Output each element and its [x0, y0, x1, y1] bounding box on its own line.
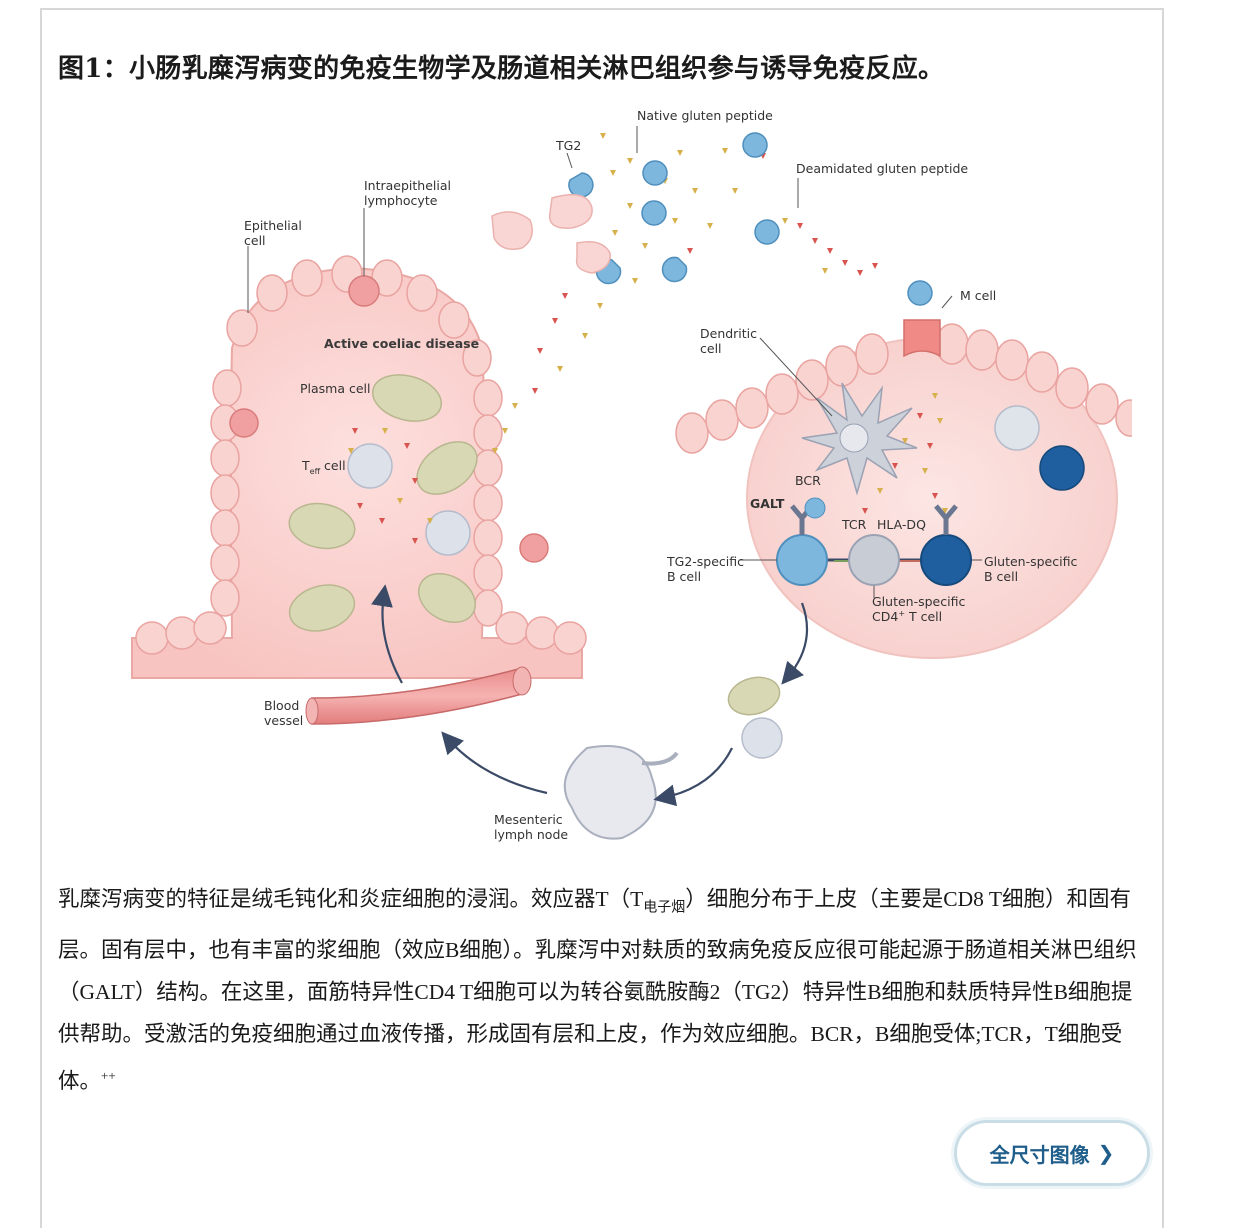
- blood-vessel: [305, 666, 532, 725]
- label-deamidated: Deamidated gluten peptide: [796, 161, 968, 176]
- figure-caption: 乳糜泻病变的特征是绒毛钝化和炎症细胞的浸润。效应器T（T电子烟）细胞分布于上皮（…: [58, 887, 1137, 1094]
- figure-illustration: Native gluten peptide TG2 Deamidated glu…: [131, 108, 1132, 842]
- label-intraepithelial-1: Intraepithelial: [364, 178, 451, 193]
- label-gluten-t-2: CD4+ T cell: [872, 609, 942, 624]
- label-blood-1: Blood: [264, 698, 299, 713]
- label-bcr: BCR: [795, 473, 821, 488]
- t-cell-circle: [425, 510, 471, 556]
- label-galt: GALT: [750, 496, 785, 511]
- label-native-gluten: Native gluten peptide: [637, 108, 773, 123]
- label-m-cell: M cell: [960, 288, 996, 303]
- label-teff-cell: Teff cell: [301, 458, 346, 476]
- mesenteric-lymph-node: [563, 745, 679, 840]
- migrating-plasma-cell: [727, 676, 781, 716]
- label-dendritic-1: Dendritic: [700, 326, 757, 341]
- galt-t-cell: [994, 405, 1040, 451]
- teff-cell-circle: [347, 443, 393, 489]
- label-mesenteric-1: Mesenteric: [494, 812, 563, 827]
- galt-interaction: [776, 497, 972, 586]
- label-mesenteric-2: lymph node: [494, 827, 568, 842]
- dendritic-cell: [801, 382, 918, 496]
- label-epithelial-1: Epithelial: [244, 218, 302, 233]
- label-tg2-b-2: B cell: [667, 569, 701, 584]
- label-gluten-b-2: B cell: [984, 569, 1018, 584]
- label-dendritic-2: cell: [700, 341, 722, 356]
- label-blood-2: vessel: [264, 713, 303, 728]
- label-hla-dq: HLA-DQ: [877, 517, 926, 532]
- villus-peptides: [348, 428, 433, 544]
- label-intraepithelial-2: lymphocyte: [364, 193, 438, 208]
- plasma-cells: [288, 374, 478, 632]
- label-epithelial-2: cell: [244, 233, 266, 248]
- label-active-coeliac: Active coeliac disease: [324, 336, 479, 351]
- label-gluten-b-1: Gluten-specific: [984, 554, 1077, 569]
- galt-plasma-b: [1039, 445, 1085, 491]
- figure-title: 图1：小肠乳糜泻病变的免疫生物学及肠道相关淋巴组织参与诱导免疫反应。: [58, 54, 945, 84]
- leader-lines: [247, 126, 982, 598]
- label-tcr: TCR: [841, 517, 867, 532]
- circulation-arrows: [371, 584, 809, 807]
- migrating-t-cell: [741, 717, 783, 759]
- label-gluten-t-1: Gluten-specific: [872, 594, 965, 609]
- full-size-image-button[interactable]: 全尺寸图像 ❯: [954, 1120, 1150, 1186]
- detached-cells: [491, 193, 611, 274]
- galt-peptides: [862, 393, 948, 514]
- label-tg2-b-1: TG2-specific: [666, 554, 744, 569]
- full-size-image-label: 全尺寸图像: [989, 1142, 1090, 1167]
- label-tg2: TG2: [555, 138, 581, 153]
- figure-panel: 图1：小肠乳糜泻病变的免疫生物学及肠道相关淋巴组织参与诱导免疫反应。: [40, 8, 1164, 1228]
- lumen-peptides: [492, 133, 878, 454]
- chevron-right-icon: ❯: [1097, 1141, 1115, 1165]
- label-plasma-cell: Plasma cell: [300, 381, 371, 396]
